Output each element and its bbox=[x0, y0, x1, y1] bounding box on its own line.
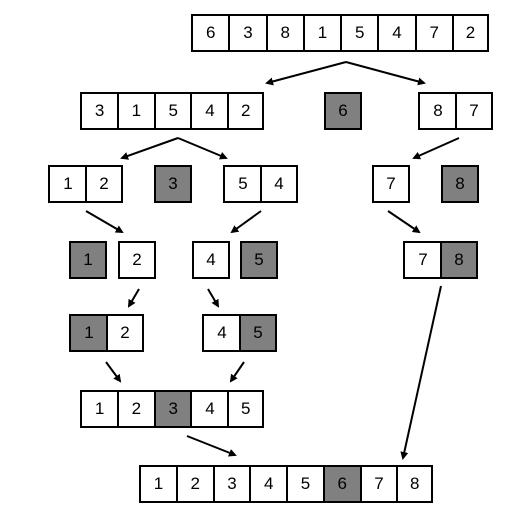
root-cell-1: 3 bbox=[228, 14, 268, 52]
sorted-cell-3: 4 bbox=[249, 465, 289, 503]
root-cell-4: 5 bbox=[340, 14, 380, 52]
left-1-cell-2: 5 bbox=[153, 92, 193, 130]
sorted-cell-7: 8 bbox=[396, 465, 434, 503]
pivot-6-cell-0: 6 bbox=[324, 92, 362, 130]
pivot-1-cell-0: 1 bbox=[69, 241, 107, 279]
pivot-8-cell-0: 8 bbox=[441, 165, 479, 203]
merged-12345-cell-4: 5 bbox=[227, 390, 265, 428]
sorted-cell-5: 6 bbox=[322, 465, 362, 503]
merged-78-cell-1: 8 bbox=[440, 241, 478, 279]
right-left-2-cell-0: 7 bbox=[372, 165, 410, 203]
single-4-cell-0: 4 bbox=[192, 241, 230, 279]
arrow-ll2-to-single2 bbox=[85, 210, 124, 234]
merged-12345-cell-0: 1 bbox=[80, 390, 120, 428]
merged-12345-cell-1: 2 bbox=[116, 390, 156, 428]
root-cell-5: 4 bbox=[377, 14, 417, 52]
arrow-single4-to-m45 bbox=[207, 288, 220, 308]
merged-12345-cell-3: 4 bbox=[190, 390, 230, 428]
arrow-left1-to-ll2 bbox=[120, 137, 179, 160]
left-1-cell-1: 1 bbox=[116, 92, 156, 130]
right-1-cell-0: 8 bbox=[418, 92, 458, 130]
left-1-cell-4: 2 bbox=[227, 92, 265, 130]
left-left-2-cell-0: 1 bbox=[48, 165, 88, 203]
left-left-2-cell-1: 2 bbox=[85, 165, 123, 203]
root-cell-7: 2 bbox=[451, 14, 490, 52]
sorted-cell-2: 3 bbox=[212, 465, 252, 503]
left-right-2-cell-0: 5 bbox=[223, 165, 263, 203]
merged-12345-cell-2: 3 bbox=[153, 390, 193, 428]
arrow-root-to-right bbox=[345, 61, 426, 86]
arrow-left1-to-lr2 bbox=[177, 137, 228, 160]
pivot-3-cell-0: 3 bbox=[154, 165, 192, 203]
root-cell-0: 6 bbox=[191, 14, 231, 52]
sorted-cell-6: 7 bbox=[359, 465, 399, 503]
merged-12-cell-1: 2 bbox=[106, 314, 144, 352]
arrow-m45-to-m12345 bbox=[229, 361, 245, 383]
merged-45-cell-0: 4 bbox=[202, 314, 242, 352]
arrow-m12345-to-sorted bbox=[186, 435, 237, 457]
sorted-cell-1: 2 bbox=[175, 465, 215, 503]
merged-78-cell-0: 7 bbox=[403, 241, 443, 279]
pivot-5-cell-0: 5 bbox=[240, 241, 278, 279]
root-cell-3: 1 bbox=[302, 14, 343, 52]
arrow-rl2-to-merged78 bbox=[387, 210, 421, 234]
root-cell-6: 7 bbox=[414, 14, 454, 52]
arrow-single2-to-m12 bbox=[127, 288, 140, 308]
left-1-cell-0: 3 bbox=[80, 92, 120, 130]
root-cell-2: 8 bbox=[265, 14, 305, 52]
single-2-cell-0: 2 bbox=[118, 241, 156, 279]
merged-45-cell-1: 5 bbox=[239, 314, 277, 352]
left-right-2-cell-1: 4 bbox=[260, 165, 298, 203]
arrow-lr2-to-single4 bbox=[230, 210, 262, 234]
sorted-cell-0: 1 bbox=[139, 465, 178, 503]
arrow-m12-to-m12345 bbox=[105, 361, 122, 383]
arrow-right1-to-rl2 bbox=[412, 137, 460, 160]
merged-12-cell-0: 1 bbox=[69, 314, 109, 352]
sorted-cell-4: 5 bbox=[286, 465, 325, 503]
right-1-cell-1: 7 bbox=[455, 92, 493, 130]
arrow-root-to-left bbox=[265, 61, 347, 86]
left-1-cell-3: 4 bbox=[190, 92, 230, 130]
arrow-m78-to-sorted bbox=[400, 285, 442, 460]
